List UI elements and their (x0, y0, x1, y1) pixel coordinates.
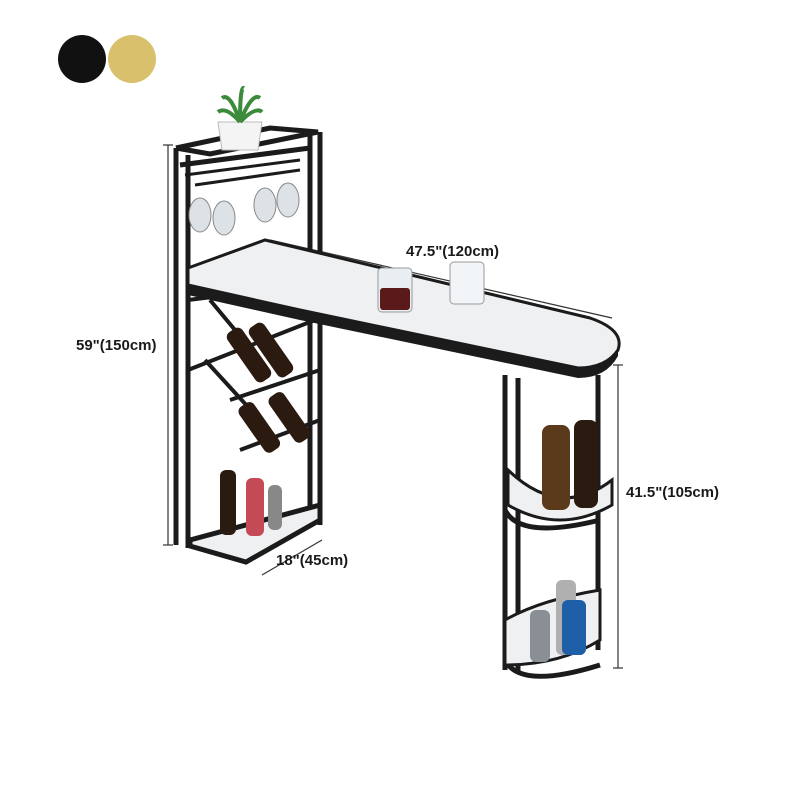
dimension-counter-height: 41.5"(105cm) (626, 484, 720, 501)
dimension-depth: 18"(45cm) (276, 552, 349, 569)
dimension-length: 47.5"(120cm) (406, 243, 500, 260)
glass-rack (184, 158, 301, 236)
dimension-lines (163, 144, 623, 669)
wine-bottles-rack (220, 322, 311, 536)
wine-bottles-counter (530, 420, 598, 662)
color-swatch-black[interactable] (58, 35, 106, 83)
drink-glasses (377, 261, 485, 313)
plant-pot (216, 86, 264, 151)
dimension-total-height: 59"(150cm) (76, 337, 157, 354)
color-swatch-gold[interactable] (108, 35, 156, 83)
